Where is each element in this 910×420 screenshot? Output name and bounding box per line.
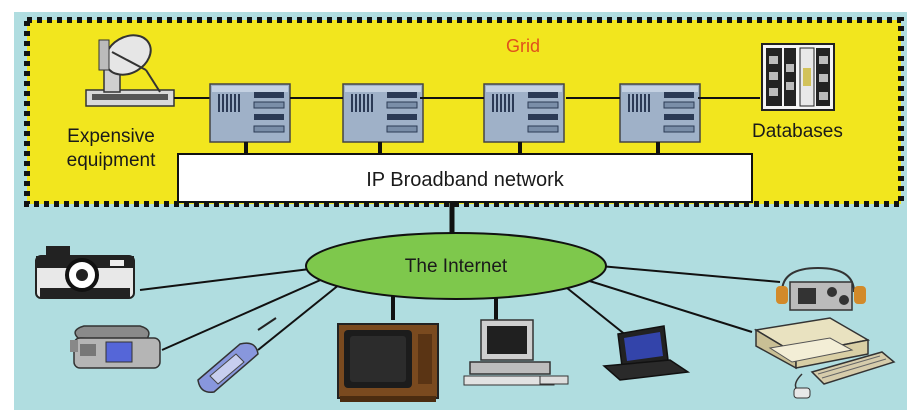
server-icon [209, 83, 291, 143]
grid-servers [209, 83, 701, 143]
ip-broadband-network-box [177, 153, 753, 203]
grid-region-border [24, 17, 904, 207]
internet-spokes [139, 265, 781, 351]
database-rack-icon [761, 43, 835, 111]
television-icon [337, 323, 439, 402]
telephone-icon [70, 325, 161, 369]
desktop-computer-icon [463, 319, 569, 386]
camera-icon [35, 246, 135, 299]
pc-workstation-icon [753, 317, 896, 399]
internet-cloud [305, 232, 607, 300]
server-icon [619, 83, 701, 143]
equipment-label: Expensive equipment [46, 125, 176, 173]
mobile-phone-icon [197, 317, 277, 393]
equipment-label-line-1: Expensive [67, 126, 155, 147]
internet-label: The Internet [405, 256, 508, 277]
server-icon [342, 83, 424, 143]
grid-label: Grid [506, 36, 541, 56]
tape-recorder-icon [776, 266, 866, 311]
equipment-label-line-2: equipment [66, 150, 156, 171]
laptop-icon [602, 325, 691, 381]
network-label: IP Broadband network [366, 169, 565, 191]
databases-label: Databases [752, 121, 843, 142]
server-icon [483, 83, 565, 143]
satellite-dish-icon [85, 34, 175, 107]
